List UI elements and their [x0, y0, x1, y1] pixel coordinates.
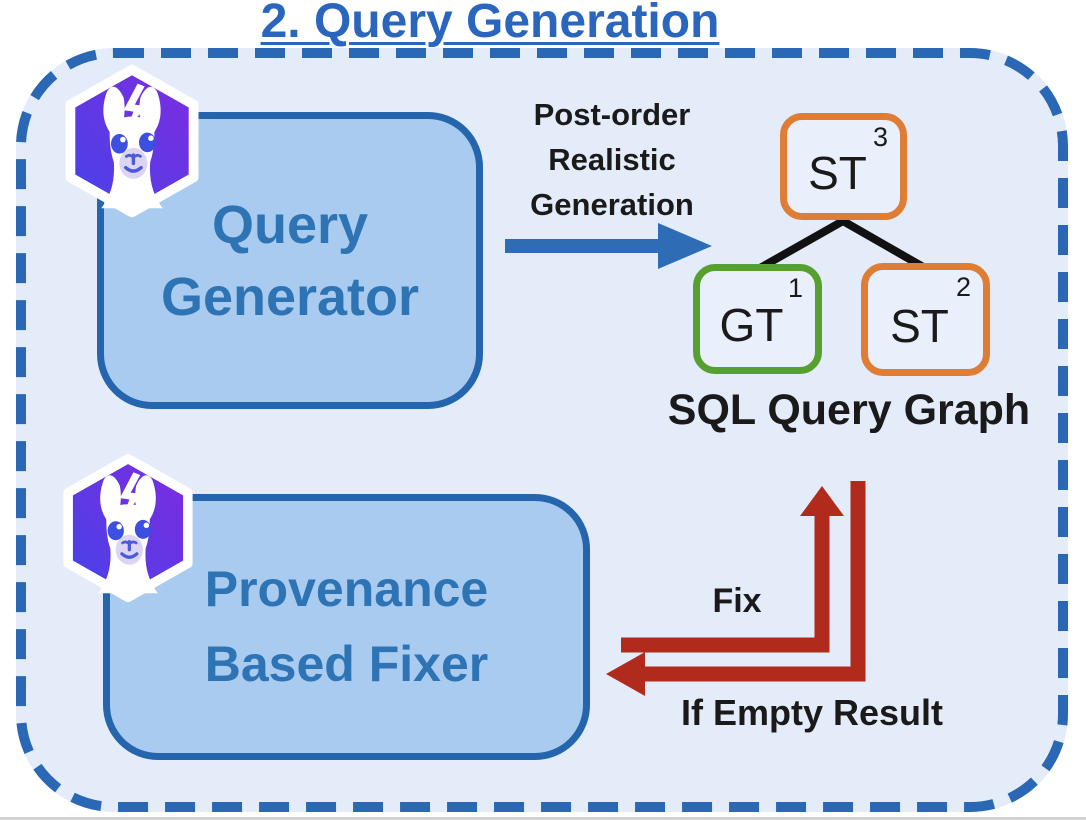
node-label: ST: [890, 299, 949, 352]
node-superscript: 3: [872, 122, 888, 152]
post-order-line2: Realistic: [548, 142, 676, 177]
query-generator-label-line2: Generator: [160, 266, 420, 327]
node-label: ST: [808, 146, 867, 199]
post-order-line1: Post-order: [533, 97, 691, 132]
node-superscript: 1: [787, 273, 803, 303]
provenance-fixer-label-line1: Provenance: [204, 561, 489, 617]
screenshot-bottom-divider: [0, 817, 1086, 820]
graph-node-st2: ST 2: [861, 263, 990, 376]
graph-node-st3: ST 3: [780, 113, 907, 220]
post-order-line3: Generation: [530, 187, 694, 222]
post-order-generation-label: Post-order Realistic Generation: [492, 92, 732, 227]
node-superscript: 2: [955, 272, 971, 302]
provenance-fixer-label-line2: Based Fixer: [204, 636, 489, 692]
node-label: GT: [719, 299, 784, 351]
sql-query-graph-caption: SQL Query Graph: [667, 386, 1031, 434]
llama-hexagon-icon: [60, 448, 196, 608]
graph-node-gt1: GT 1: [693, 264, 822, 374]
if-empty-result-label: If Empty Result: [680, 692, 944, 733]
llama-hexagon-icon: [62, 64, 202, 218]
page-title: 2. Query Generation: [260, 0, 720, 48]
fix-arrow-label: Fix: [712, 582, 762, 620]
query-generator-label-line1: Query: [211, 194, 369, 255]
